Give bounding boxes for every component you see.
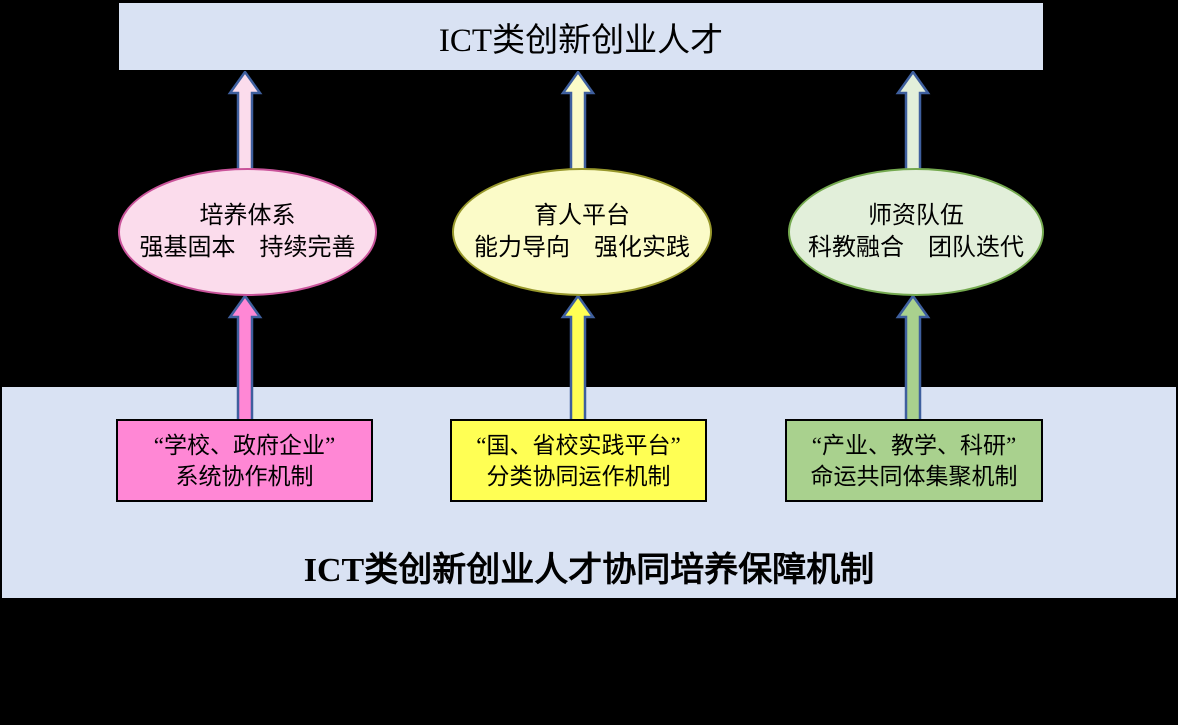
box-school-government-enterprise: “学校、政府企业” 系统协作机制: [116, 419, 373, 502]
up-arrow-pink-icon: [227, 71, 263, 171]
top-banner: ICT类创新创业人才: [119, 3, 1043, 70]
ellipse-training-system: 培养体系 强基固本 持续完善: [118, 168, 377, 296]
ellipse-faculty-team: 师资队伍 科教融合 团队迭代: [788, 168, 1044, 296]
mid-arrow-pink-icon: [227, 295, 263, 422]
ellipse-training-system-line1: 培养体系: [199, 203, 296, 229]
box-national-provincial-platform-line1: “国、省校实践平台”: [476, 432, 681, 458]
box-industry-teaching-research-line2: 命运共同体集聚机制: [810, 463, 1018, 489]
ellipse-faculty-team-line1: 师资队伍: [868, 203, 964, 229]
box-industry-teaching-research: “产业、教学、科研” 命运共同体集聚机制: [785, 419, 1043, 502]
ellipse-education-platform: 育人平台 能力导向 强化实践: [452, 168, 712, 296]
up-arrow-green-icon: [895, 71, 931, 171]
mid-arrow-green-icon: [895, 295, 931, 422]
ellipse-training-system-line2: 强基固本 持续完善: [139, 235, 356, 261]
box-national-provincial-platform: “国、省校实践平台” 分类协同运作机制: [450, 419, 707, 502]
up-arrow-yellow-icon: [560, 71, 596, 171]
top-banner-title: ICT类创新创业人才: [438, 22, 724, 59]
box-school-government-enterprise-line2: 系统协作机制: [175, 463, 314, 489]
box-school-government-enterprise-line1: “学校、政府企业”: [153, 432, 336, 458]
box-national-provincial-platform-line2: 分类协同运作机制: [486, 463, 671, 489]
ellipse-education-platform-line2: 能力导向 强化实践: [474, 235, 690, 261]
ellipse-faculty-team-line2: 科教融合 团队迭代: [808, 235, 1024, 261]
box-industry-teaching-research-line1: “产业、教学、科研”: [811, 432, 1017, 458]
bottom-panel-title: ICT类创新创业人才协同培养保障机制: [303, 552, 875, 589]
ellipse-education-platform-line1: 育人平台: [534, 203, 630, 229]
mid-arrow-yellow-icon: [560, 295, 596, 422]
